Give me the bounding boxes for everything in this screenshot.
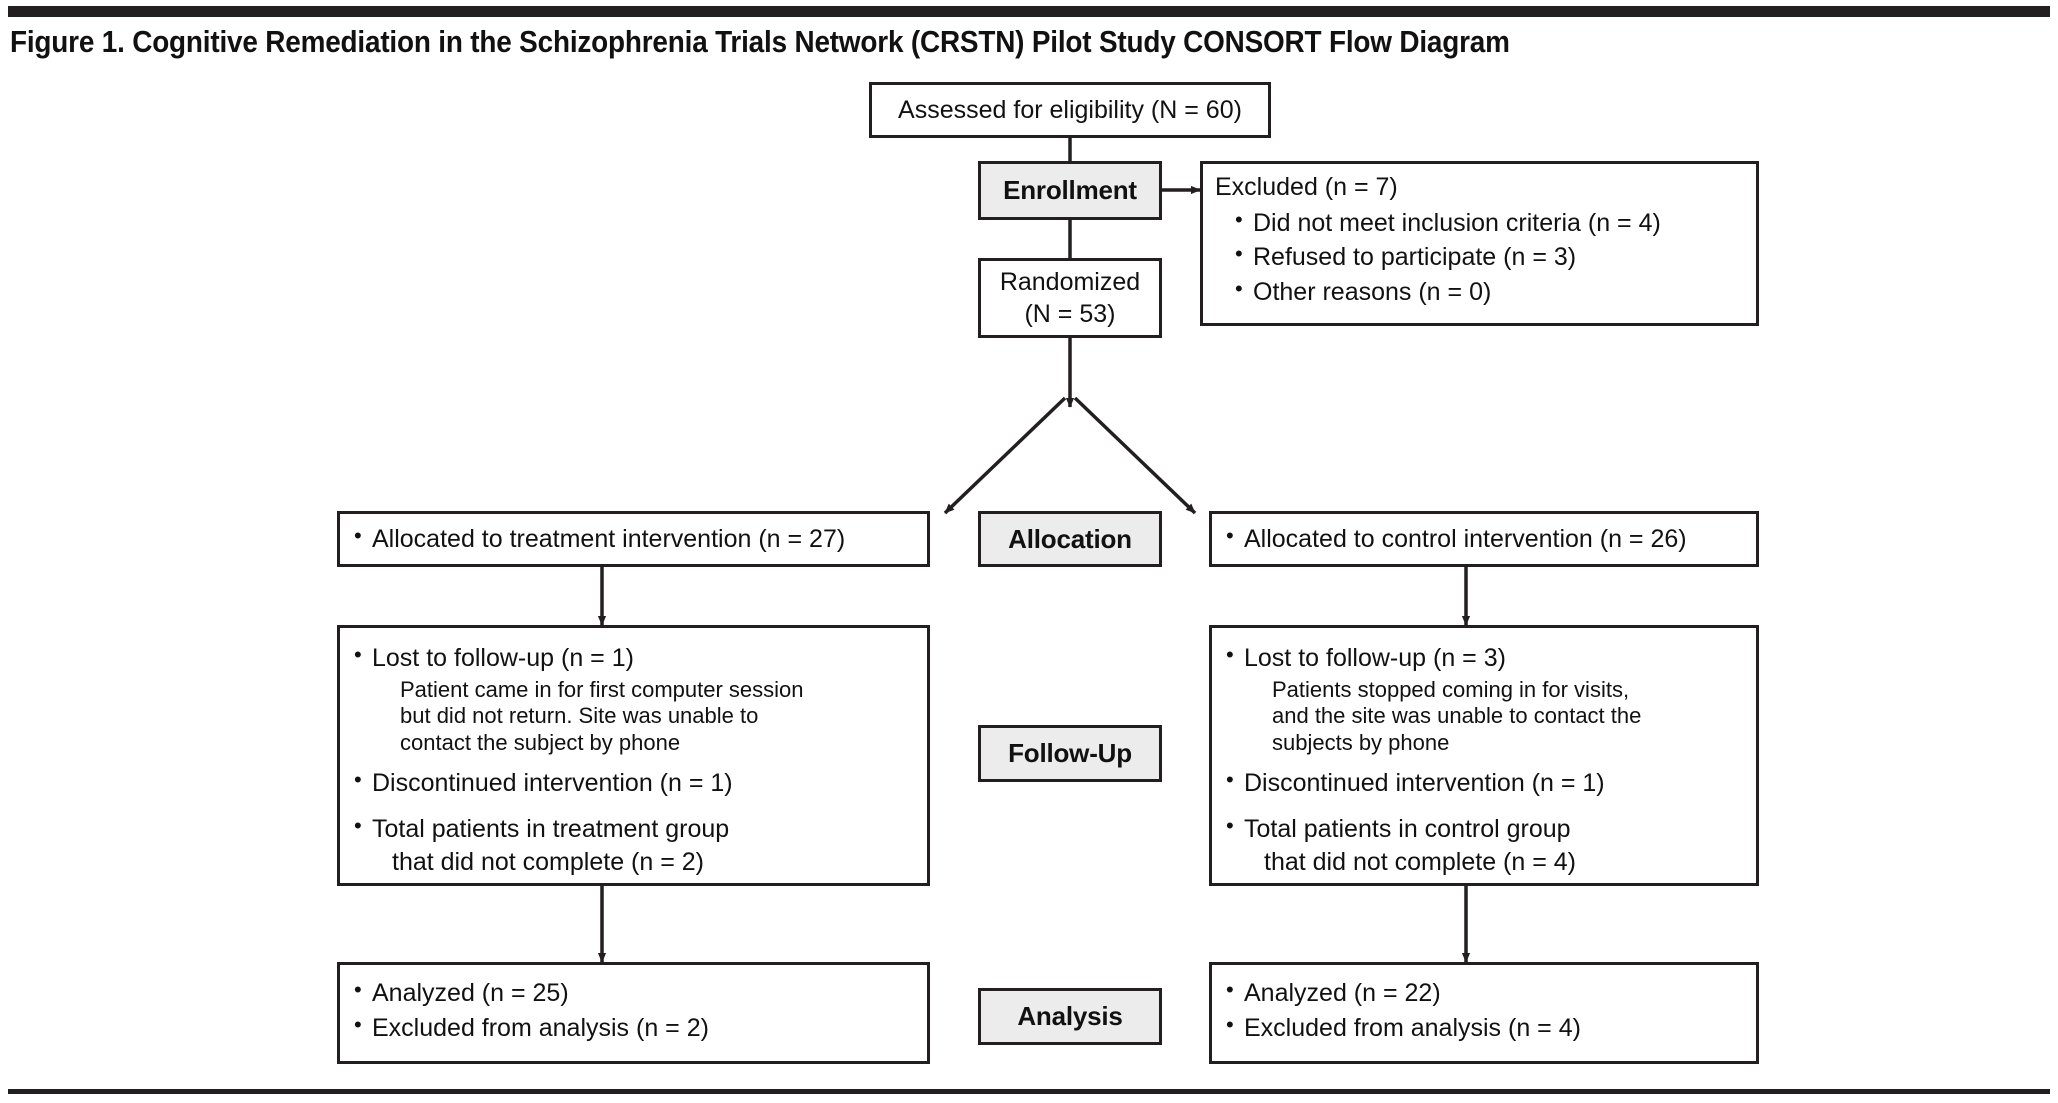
list-item: Discontinued intervention (n = 1) xyxy=(352,766,915,800)
stage-followup-text: Follow-Up xyxy=(1008,738,1132,768)
list-item: Excluded from analysis (n = 2) xyxy=(352,1011,915,1045)
list-item: Lost to follow-up (n = 1) Patient came i… xyxy=(352,641,915,757)
followup-left-discontinued: Discontinued intervention (n = 1) xyxy=(372,768,733,797)
stage-analysis-text: Analysis xyxy=(1017,1001,1123,1031)
list-item: Excluded from analysis (n = 4) xyxy=(1224,1011,1744,1045)
followup-left-list: Lost to follow-up (n = 1) Patient came i… xyxy=(352,641,915,878)
bottom-rule xyxy=(8,1089,2050,1094)
list-item: Refused to participate (n = 3) xyxy=(1233,240,1744,274)
list-item: Allocated to control intervention (n = 2… xyxy=(1224,522,1744,556)
followup-left-total-line-2: that did not complete (n = 2) xyxy=(392,847,704,876)
list-item: Discontinued intervention (n = 1) xyxy=(1224,766,1744,800)
node-randomized: Randomized (N = 53) xyxy=(978,258,1162,338)
list-item: Other reasons (n = 0) xyxy=(1233,275,1744,309)
followup-left-total-line-1: Total patients in treatment group xyxy=(372,815,730,844)
stage-allocation-text: Allocation xyxy=(1008,523,1132,554)
note-line-1: Patients stopped coming in for visits, xyxy=(1272,676,1630,702)
stage-label-enrollment: Enrollment xyxy=(978,161,1162,220)
node-allocated-treatment: Allocated to treatment intervention (n =… xyxy=(337,511,930,567)
node-followup-treatment: Lost to follow-up (n = 1) Patient came i… xyxy=(337,625,930,886)
figure-title: Figure 1. Cognitive Remediation in the S… xyxy=(10,24,1510,59)
followup-left-lost-note: Patient came in for first computer sessi… xyxy=(400,677,915,757)
followup-right-lost-note: Patients stopped coming in for visits, a… xyxy=(1272,677,1744,757)
followup-left-lost-header: Lost to follow-up (n = 1) xyxy=(372,644,634,672)
stage-enrollment-text: Enrollment xyxy=(1003,175,1137,205)
node-excluded: Excluded (n = 7) Did not meet inclusion … xyxy=(1200,161,1759,326)
list-item: Analyzed (n = 22) xyxy=(1224,976,1744,1010)
followup-right-total-line-2: that did not complete (n = 4) xyxy=(1264,847,1576,876)
list-item: Lost to follow-up (n = 3) Patients stopp… xyxy=(1224,641,1744,757)
wire-split-left xyxy=(943,396,1067,515)
alloc-right-list: Allocated to control intervention (n = 2… xyxy=(1224,522,1744,556)
note-line-3: subjects by phone xyxy=(1272,730,1450,756)
note-line-1: Patient came in for first computer sessi… xyxy=(400,676,804,702)
stage-label-allocation: Allocation xyxy=(978,511,1162,567)
wire-split-right xyxy=(1073,396,1197,515)
list-item: Allocated to treatment intervention (n =… xyxy=(352,522,915,556)
assessed-text: Assessed for eligibility (N = 60) xyxy=(898,95,1242,124)
followup-right-discontinued: Discontinued intervention (n = 1) xyxy=(1244,768,1605,797)
node-allocated-control: Allocated to control intervention (n = 2… xyxy=(1209,511,1759,567)
list-item: Did not meet inclusion criteria (n = 4) xyxy=(1233,206,1744,240)
stage-label-analysis: Analysis xyxy=(978,988,1162,1045)
note-line-3: contact the subject by phone xyxy=(400,730,681,756)
list-item: Total patients in control group that did… xyxy=(1224,812,1744,878)
followup-right-total-line-1: Total patients in control group xyxy=(1244,815,1571,844)
excluded-list: Did not meet inclusion criteria (n = 4) … xyxy=(1233,206,1744,309)
note-line-2: but did not return. Site was unable to xyxy=(400,703,759,729)
analysis-right-list: Analyzed (n = 22) Excluded from analysis… xyxy=(1224,976,1744,1045)
excluded-header: Excluded (n = 7) xyxy=(1215,173,1398,201)
node-followup-control: Lost to follow-up (n = 3) Patients stopp… xyxy=(1209,625,1759,886)
top-rule xyxy=(8,6,2050,17)
analysis-left-list: Analyzed (n = 25) Excluded from analysis… xyxy=(352,976,915,1045)
followup-right-lost-header: Lost to follow-up (n = 3) xyxy=(1244,644,1506,672)
note-line-2: and the site was unable to contact the xyxy=(1272,703,1642,729)
randomized-line-1: Randomized xyxy=(999,267,1141,296)
followup-right-list: Lost to follow-up (n = 3) Patients stopp… xyxy=(1224,641,1744,878)
node-analysis-treatment: Analyzed (n = 25) Excluded from analysis… xyxy=(337,962,930,1064)
node-analysis-control: Analyzed (n = 22) Excluded from analysis… xyxy=(1209,962,1759,1064)
list-item: Total patients in treatment group that d… xyxy=(352,812,915,878)
randomized-line-2: (N = 53) xyxy=(1024,300,1116,328)
stage-label-followup: Follow-Up xyxy=(978,725,1162,782)
node-assessed-for-eligibility: Assessed for eligibility (N = 60) xyxy=(869,82,1271,138)
alloc-left-list: Allocated to treatment intervention (n =… xyxy=(352,522,915,556)
list-item: Analyzed (n = 25) xyxy=(352,976,915,1010)
